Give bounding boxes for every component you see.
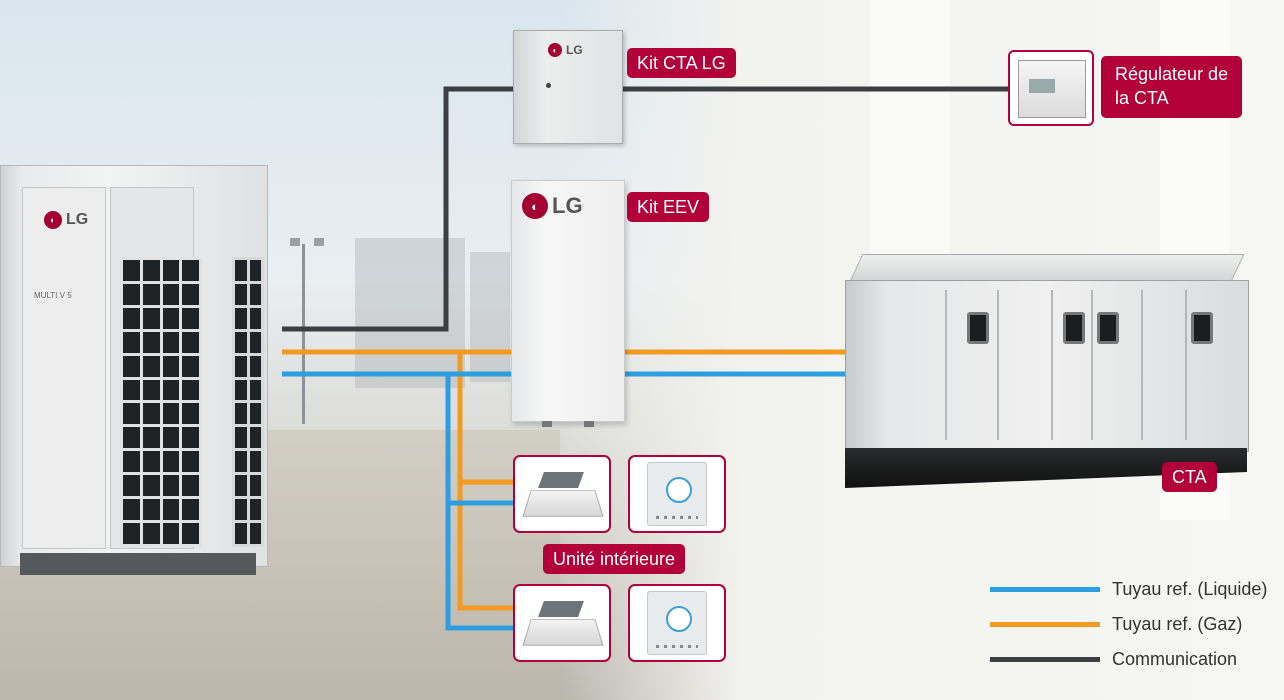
ahu-door bbox=[997, 290, 999, 440]
communication-line bbox=[282, 86, 513, 332]
lg-logo-icon: ◐ bbox=[522, 193, 548, 219]
indoor-unit-remote bbox=[628, 455, 726, 533]
lamp-post bbox=[302, 244, 305, 424]
kit-cta-logo: ◐ LG bbox=[548, 43, 583, 57]
air-handling-unit bbox=[845, 250, 1249, 490]
regulator-display bbox=[1029, 79, 1055, 93]
legend-label-communication: Communication bbox=[1112, 649, 1238, 669]
regulator-device bbox=[1018, 60, 1086, 118]
outdoor-unit-base bbox=[20, 553, 256, 575]
liquid-pipe bbox=[445, 374, 513, 631]
indoor-unit-cassette bbox=[513, 455, 611, 533]
outdoor-unit-logo: ◐ LG bbox=[44, 211, 88, 229]
lg-logo-text: LG bbox=[66, 211, 89, 228]
label-unite-interieure: Unité intérieure bbox=[543, 544, 686, 574]
background-building bbox=[470, 252, 510, 382]
ahu-body bbox=[845, 280, 1249, 452]
label-regulateur-line2: la CTA bbox=[1115, 88, 1169, 108]
kit-eev-logo: ◐ LG bbox=[522, 193, 583, 219]
legend-item-communication: Communication bbox=[990, 642, 1267, 677]
ahu-door bbox=[1141, 290, 1143, 440]
ahu-window bbox=[1063, 312, 1085, 344]
ahu-door bbox=[1185, 290, 1187, 440]
ahu-door bbox=[1091, 290, 1093, 440]
legend-label-gas: Tuyau ref. (Gaz) bbox=[1112, 614, 1243, 634]
kit-eev-box: ◐ LG bbox=[511, 180, 625, 427]
outdoor-unit-panel bbox=[22, 187, 106, 549]
lamp-head bbox=[290, 238, 300, 246]
lg-logo-text: LG bbox=[566, 43, 583, 57]
legend-label-liquid: Tuyau ref. (Liquide) bbox=[1112, 579, 1268, 599]
legend-item-liquid: Tuyau ref. (Liquide) bbox=[990, 572, 1267, 607]
outdoor-unit-side-grille bbox=[232, 257, 264, 547]
indoor-unit-remote bbox=[628, 584, 726, 662]
label-cta: CTA bbox=[1162, 462, 1217, 492]
lock-icon bbox=[546, 83, 551, 88]
cassette-icon bbox=[522, 599, 604, 647]
label-regulateur-line1: Régulateur de bbox=[1115, 64, 1229, 84]
cassette-icon bbox=[522, 470, 604, 518]
gas-pipe bbox=[457, 352, 513, 611]
legend: Tuyau ref. (Liquide) Tuyau ref. (Gaz) Co… bbox=[990, 572, 1267, 677]
remote-controller-icon bbox=[647, 462, 707, 526]
ahu-window bbox=[967, 312, 989, 344]
label-kit-cta: Kit CTA LG bbox=[627, 48, 736, 78]
label-kit-eev: Kit EEV bbox=[627, 192, 710, 222]
kit-eev-foot bbox=[584, 421, 594, 427]
legend-swatch-gas bbox=[990, 622, 1100, 627]
lg-logo-icon: ◐ bbox=[44, 211, 62, 229]
legend-swatch-communication bbox=[990, 657, 1100, 662]
outdoor-unit-grille bbox=[120, 257, 202, 547]
legend-item-gas: Tuyau ref. (Gaz) bbox=[990, 607, 1267, 642]
label-regulateur: Régulateur de la CTA bbox=[1101, 56, 1243, 118]
outdoor-unit-model: MULTI V 5 bbox=[34, 291, 72, 300]
outdoor-unit: ◐ LG MULTI V 5 bbox=[0, 165, 268, 583]
legend-swatch-liquid bbox=[990, 587, 1100, 592]
indoor-unit-cassette bbox=[513, 584, 611, 662]
lg-logo-icon: ◐ bbox=[548, 43, 562, 57]
ahu-door bbox=[945, 290, 947, 440]
lg-logo-text: LG bbox=[552, 193, 583, 218]
kit-cta-box: ◐ LG bbox=[513, 30, 623, 144]
ahu-window bbox=[1097, 312, 1119, 344]
ahu-window bbox=[1191, 312, 1213, 344]
remote-controller-icon bbox=[647, 591, 707, 655]
ahu-door bbox=[1051, 290, 1053, 440]
regulator-thumbnail bbox=[1008, 50, 1094, 126]
kit-eev-foot bbox=[542, 421, 552, 427]
lamp-head bbox=[314, 238, 324, 246]
